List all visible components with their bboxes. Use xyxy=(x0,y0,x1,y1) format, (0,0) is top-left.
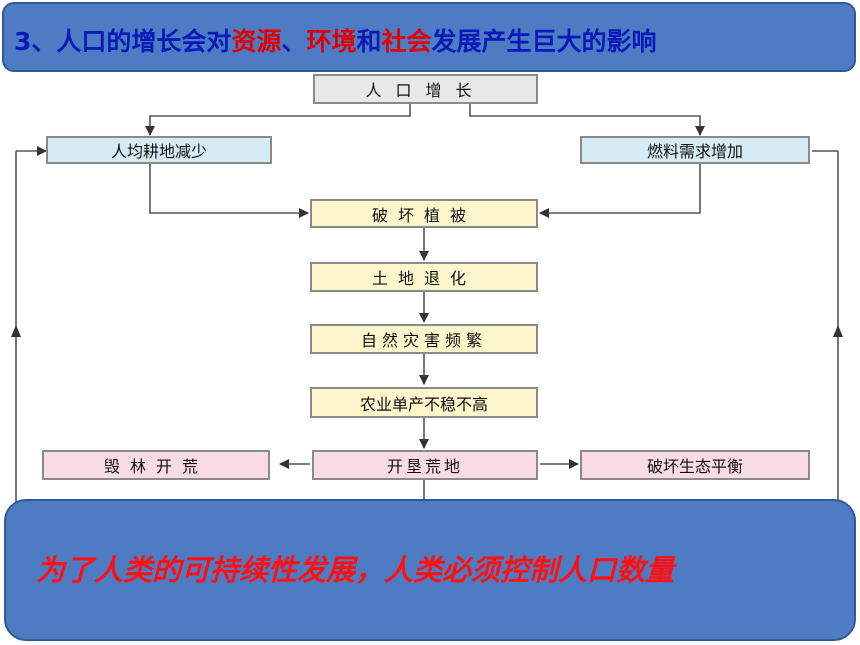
box-reclaim-wasteland: 开垦荒地 xyxy=(312,450,538,480)
title-banner: 3、人口的增长会对资源、环境和社会发展产生巨大的影响 xyxy=(2,2,856,72)
box-land-degradation: 土地退化 xyxy=(310,262,538,292)
box-destroy-vegetation: 破坏植被 xyxy=(310,199,538,228)
box-deforestation: 毁林开荒 xyxy=(42,450,270,480)
box-ecology-damage: 破坏生态平衡 xyxy=(580,450,810,480)
box-farmland-decrease: 人均耕地减少 xyxy=(46,136,272,164)
conclusion-banner: 为了人类的可持续性发展，人类必须控制人口数量 xyxy=(4,499,856,641)
arrow-farmland-to-vegetation xyxy=(149,163,309,218)
box-natural-disasters: 自然灾害频繁 xyxy=(310,324,538,354)
slide-title: 3、人口的增长会对资源、环境和社会发展产生巨大的影响 xyxy=(14,27,657,56)
arrow-fuel-to-vegetation xyxy=(539,163,701,218)
box-population-growth: 人口增长 xyxy=(313,74,538,104)
box-low-yield: 农业单产不稳不高 xyxy=(310,387,538,418)
loop-right-arrowhead xyxy=(833,325,843,337)
arrow-growth-to-farmland xyxy=(145,102,411,136)
flow-diagram: 人口增长 人均耕地减少 燃料需求增加 破坏植被 土地退化 自然灾害频繁 农业单产… xyxy=(0,72,860,502)
flow-connectors xyxy=(11,102,843,502)
box-fuel-demand: 燃料需求增加 xyxy=(580,136,810,164)
conclusion-text: 为了人类的可持续性发展，人类必须控制人口数量 xyxy=(36,553,675,587)
loop-left-arrowhead xyxy=(11,325,21,337)
arrow-growth-to-fuel xyxy=(469,102,705,136)
